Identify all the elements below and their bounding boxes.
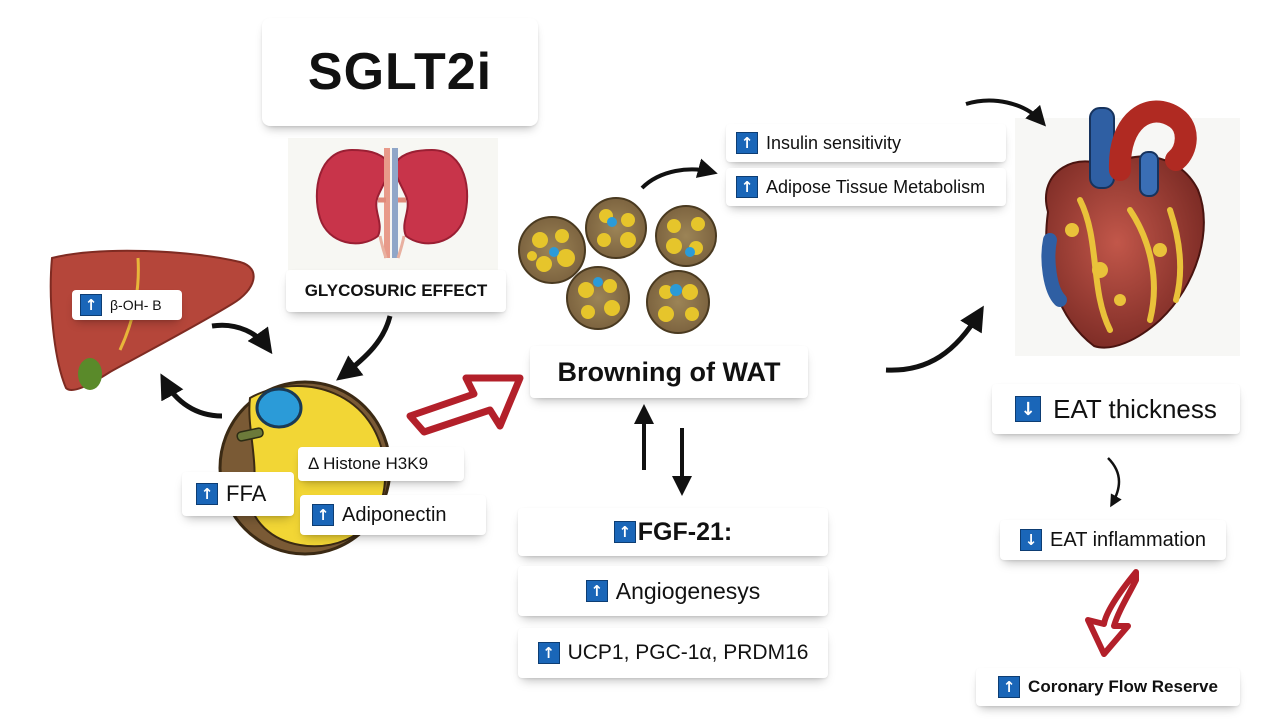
ffa-label: FFA	[226, 481, 267, 506]
arrow-wat-to-insulin	[640, 158, 718, 190]
glycosuric-label: GLYCOSURIC EFFECT	[304, 281, 488, 300]
arrow-up-icon: ↑	[736, 176, 758, 198]
title-box: SGLT2i	[262, 18, 538, 126]
adipose-box: ↑ Adipose Tissue Metabolism	[726, 168, 1006, 206]
adipose-label: Adipose Tissue Metabolism	[766, 176, 986, 197]
arrow-up-icon: ↑	[613, 521, 636, 543]
browning-label: Browning of WAT	[557, 356, 781, 387]
browning-box: Browning of WAT	[530, 346, 808, 398]
liver-icon	[49, 249, 255, 391]
eat-inflammation-box: ↓ EAT inflammation	[1000, 520, 1226, 560]
arrow-to-heart	[965, 98, 1047, 127]
ucp-label: UCP1, PGC-1α, PRDM16	[567, 641, 809, 664]
ffa-box: ↑ FFA	[182, 472, 294, 516]
ucp-box: ↑ UCP1, PGC-1α, PRDM16	[518, 628, 828, 678]
insulin-box: ↑ Insulin sensitivity	[726, 124, 1006, 162]
arrow-eat-thickness-to-inflammation	[1107, 457, 1122, 508]
arrow-up-icon: ↑	[80, 294, 102, 316]
arrow-up-icon: ↑	[196, 483, 218, 505]
eat-thickness-box: ↓ EAT thickness	[992, 384, 1240, 434]
histone-box: Δ Histone H3K9	[298, 447, 464, 481]
eat-inflammation-label: EAT inflammation	[1050, 528, 1206, 551]
heart-icon	[1041, 100, 1205, 349]
arrow-up-icon: ↑	[736, 132, 758, 154]
arrow-down-icon: ↓	[1020, 529, 1042, 551]
coronary-label: Coronary Flow Reserve	[1028, 677, 1218, 696]
glycosuric-box: GLYCOSURIC EFFECT	[286, 270, 506, 312]
arrow-up-icon: ↑	[998, 676, 1021, 698]
angio-box: ↑ Angiogenesys	[518, 566, 828, 616]
liver-label: β-OH- B	[110, 297, 162, 313]
arrow-down-icon: ↓	[1015, 396, 1042, 422]
arrow-adipocyte-to-liver	[160, 373, 223, 419]
eat-thickness-label: EAT thickness	[1053, 393, 1217, 424]
adiponectin-box: ↑ Adiponectin	[300, 495, 486, 535]
coronary-box: ↑ Coronary Flow Reserve	[976, 668, 1240, 706]
histone-label: Δ Histone H3K9	[308, 454, 429, 473]
arrow-up-icon: ↑	[312, 504, 334, 526]
arrow-up-icon: ↑	[585, 580, 608, 602]
page-title: SGLT2i	[307, 43, 493, 101]
arrow-liver-to-adipocyte	[211, 322, 273, 355]
arrow-kidney-to-adipocyte	[336, 315, 393, 381]
fgf-box: ↑ FGF-21:	[518, 508, 828, 556]
fgf-label: FGF-21:	[637, 517, 733, 546]
wat-cluster-icon	[518, 197, 717, 334]
red-arrow-to-browning	[406, 374, 524, 436]
arrow-browning-to-heart	[885, 305, 984, 373]
angio-label: Angiogenesys	[615, 577, 761, 604]
adiponectin-label: Adiponectin	[342, 503, 447, 526]
red-arrow-to-coronary	[1085, 569, 1139, 657]
insulin-label: Insulin sensitivity	[766, 132, 902, 153]
arrow-up-icon: ↑	[537, 642, 560, 664]
liver-box: ↑ β-OH- B	[72, 290, 182, 320]
kidney-icon	[315, 148, 469, 259]
